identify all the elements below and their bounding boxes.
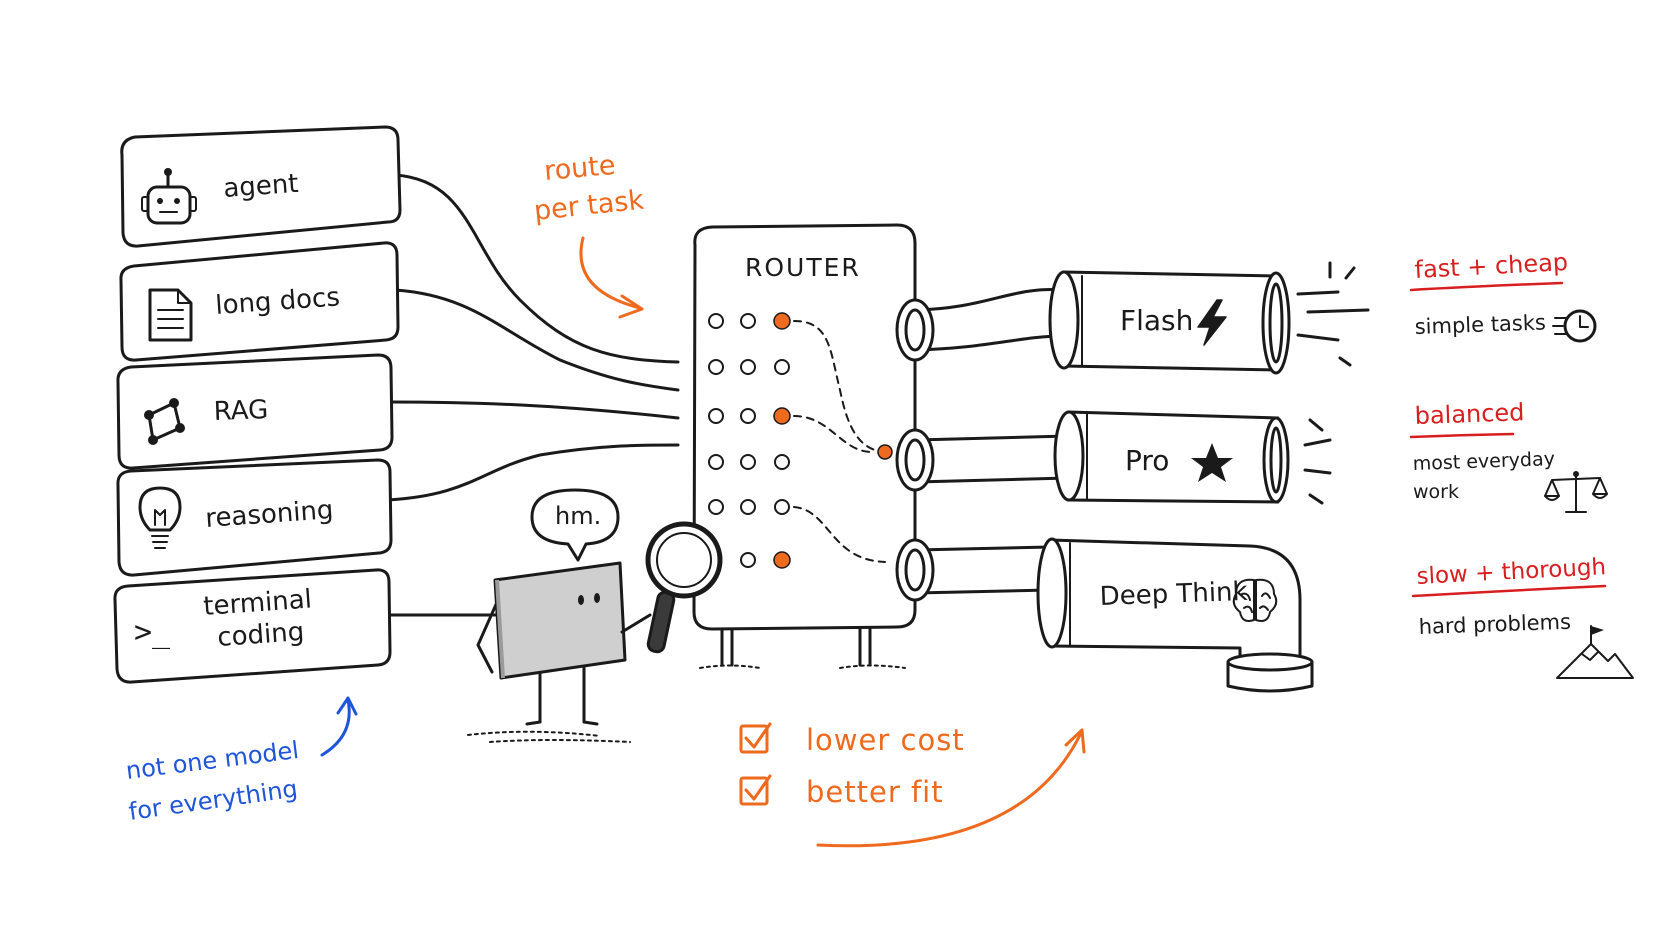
benefit-lower-cost: lower cost xyxy=(806,723,965,757)
task-label-coding: coding xyxy=(216,617,305,653)
model-desc-work: work xyxy=(1413,481,1459,503)
speech-bubble: hm. xyxy=(530,488,620,562)
graph-icon xyxy=(144,398,185,445)
per-task-text: per task xyxy=(532,185,645,227)
model-desc-pro: balanced most everyday work xyxy=(1409,398,1608,513)
mountain-flag-icon xyxy=(1556,625,1634,679)
benefits-checklist: lower cost better fit xyxy=(739,722,1086,848)
terminal-prompt-icon: >_ xyxy=(134,615,171,650)
checkbox-icon xyxy=(739,724,769,754)
model-tag-slow-thorough: slow + thorough xyxy=(1416,554,1607,590)
route-text: route xyxy=(543,150,617,187)
benefits-arrow xyxy=(816,733,1082,848)
pipe-flash: Flash xyxy=(895,261,1370,375)
for-everything-text: for everything xyxy=(127,775,299,826)
router-title: ROUTER xyxy=(745,253,861,282)
model-desc-most-everyday: most everyday xyxy=(1412,448,1555,475)
benefit-better-fit: better fit xyxy=(806,775,944,809)
task-card-long-docs: long docs xyxy=(119,241,400,362)
benefit-item-better-fit: better fit xyxy=(739,774,944,809)
lightbulb-icon xyxy=(138,486,182,549)
checkbox-icon xyxy=(739,776,769,806)
star-icon xyxy=(1191,443,1233,482)
lightning-icon xyxy=(1197,299,1227,346)
task-card-terminal-coding: >_ terminal coding xyxy=(113,568,392,684)
brain-icon xyxy=(1232,578,1278,622)
annotation-not-one-model: not one model for everything xyxy=(124,696,358,826)
router-port-grid xyxy=(708,312,791,569)
task-label-rag: RAG xyxy=(213,395,269,427)
pipe-pro: Pro xyxy=(895,410,1332,505)
router: ROUTER xyxy=(692,223,917,669)
model-name-flash: Flash xyxy=(1120,304,1193,337)
not-one-arrow xyxy=(320,698,351,757)
output-lines xyxy=(1303,418,1332,505)
magnifying-glass-icon xyxy=(645,521,723,654)
model-tag-fast-cheap: fast + cheap xyxy=(1414,248,1569,284)
speed-lines xyxy=(1296,261,1370,367)
task-wires xyxy=(386,173,680,617)
task-card-reasoning: reasoning xyxy=(116,458,393,577)
model-tag-balanced: balanced xyxy=(1414,398,1525,430)
model-desc-simple-tasks: simple tasks xyxy=(1414,310,1546,339)
annotation-route-per-task: route per task xyxy=(532,150,646,319)
speech-text: hm. xyxy=(555,502,601,530)
task-card-agent: agent xyxy=(120,125,402,248)
model-name-deep-think: Deep Think xyxy=(1099,577,1248,612)
model-desc-hard-problems: hard problems xyxy=(1418,610,1571,639)
robot-icon xyxy=(141,168,197,225)
task-card-rag: RAG xyxy=(116,353,394,470)
route-arrow xyxy=(579,236,642,310)
clock-icon xyxy=(1552,309,1597,343)
router-dashed-routes xyxy=(793,320,893,563)
router-character: hm. xyxy=(467,488,723,743)
pipe-deep-think: Deep Think xyxy=(895,537,1314,693)
task-label-agent: agent xyxy=(222,169,299,204)
model-name-pro: Pro xyxy=(1125,444,1169,477)
scale-icon xyxy=(1544,471,1608,513)
model-desc-flash: fast + cheap simple tasks xyxy=(1409,248,1597,343)
model-desc-deep-think: slow + thorough hard problems xyxy=(1411,554,1634,679)
document-icon xyxy=(148,288,193,342)
benefit-item-lower-cost: lower cost xyxy=(739,722,965,757)
